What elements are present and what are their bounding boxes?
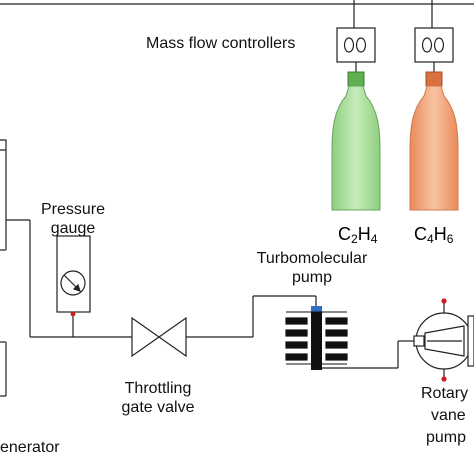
rotary-vane-pump-label-3: pump [426,429,467,446]
gas-c4h6-element-h: H [433,224,447,244]
mass-flow-controller-1 [336,0,376,72]
generator-label: enerator [0,439,60,456]
gas-c2h4-element-c: C [338,224,351,244]
rotary-vane-pump [413,298,474,382]
rotary-vane-pump-label-2: vane [431,407,466,424]
gas-c4h6-sub-c: 4 [427,232,434,246]
gas-c2h4-element-h: H [357,224,371,244]
pressure-gauge-label-2: gauge [50,220,96,237]
mass-flow-controllers-label: Mass flow controllers [146,35,296,52]
chamber-edge [0,139,30,397]
pumping-line [29,220,414,369]
gas-label-c4h6: C4H6 [414,224,453,249]
pressure-gauge [56,235,91,337]
gas-c2h4-sub-h: 4 [370,232,378,246]
gas-c4h6-element-c: C [414,224,427,244]
throttling-gate-valve [131,316,187,358]
gas-c2h4-sub-c: 2 [351,232,358,246]
gas-c4h6-sub-h: 6 [446,232,454,246]
rotary-vane-pump-label-1: Rotary [421,385,469,402]
turbomolecular-pump-label-1: Turbomolecular [256,250,368,267]
gas-cylinder-c4h6 [409,71,459,211]
pressure-gauge-label-1: Pressure [40,201,106,218]
gas-cylinder-c2h4 [331,71,381,211]
gas-label-c2h4: C2H4 [338,224,377,249]
mass-flow-controller-2 [414,0,454,72]
turbomolecular-pump-label-2: pump [291,269,333,286]
throttling-gate-valve-label-2: gate valve [121,399,195,416]
throttling-gate-valve-label-1: Throttling [124,380,192,397]
turbomolecular-pump [285,306,348,370]
